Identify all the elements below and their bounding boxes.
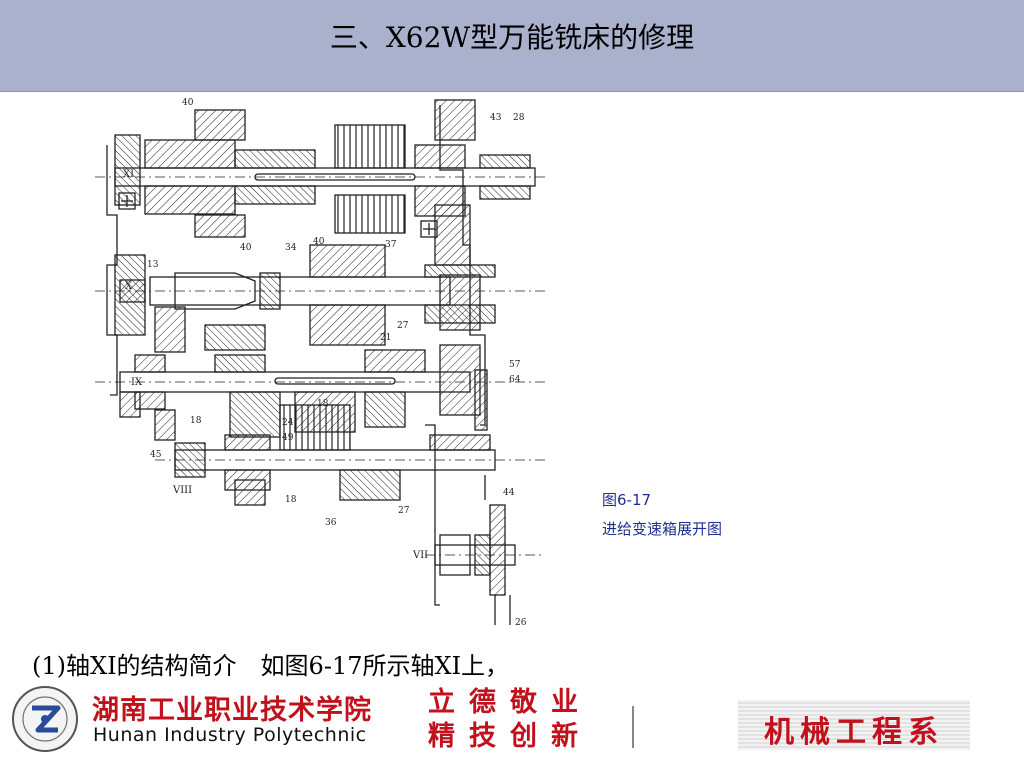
callout-40-mid: 40: [313, 237, 325, 247]
callout-18-left: 18: [190, 416, 202, 426]
callout-64: 64: [509, 375, 521, 385]
callout-36: 36: [325, 518, 337, 528]
figure-number: 图6-17: [602, 491, 652, 509]
callout-45: 45: [150, 450, 162, 460]
callout-37: 37: [385, 240, 397, 250]
body-paragraph: (1)轴XI的结构简介 如图6-17所示轴XI上，: [32, 652, 510, 680]
callout-21: 21: [380, 333, 391, 343]
school-name-en: Hunan Industry Polytechnic: [93, 724, 367, 746]
department-box: 机械工程系: [738, 700, 970, 750]
school-name-cn: 湖南工业职业技术学院: [92, 695, 372, 726]
callout-26: 26: [515, 618, 527, 628]
department-name: 机械工程系: [764, 715, 944, 750]
callout-49: 49: [282, 433, 294, 443]
callout-28: 28: [513, 113, 525, 123]
axis-label-xi: XI: [123, 169, 134, 180]
gearbox-drawing: XI X IX VIII VII 40 43 28 40 34 40 37 13…: [95, 98, 545, 628]
figure-title: 进给变速箱展开图: [602, 520, 723, 538]
axis-label-ix: IX: [131, 377, 143, 388]
callout-57: 57: [509, 360, 521, 370]
footer-banner: 湖南工业职业技术学院 Hunan Industry Polytechnic 立德…: [0, 680, 1024, 766]
callout-18-mid: 18: [317, 399, 329, 409]
title-bar: 三、X62W型万能铣床的修理: [0, 0, 1024, 92]
callout-13: 13: [147, 260, 159, 270]
callout-18-low: 18: [285, 495, 297, 505]
figure-caption: 图6-17 进给变速箱展开图: [602, 486, 722, 544]
motto-line-1: 立德敬业: [428, 687, 592, 718]
school-motto: 立德敬业 精技创新: [428, 686, 608, 754]
axis-label-viii: VIII: [172, 485, 192, 496]
callout-27-lower: 27: [398, 506, 410, 516]
callout-43: 43: [490, 113, 502, 123]
callout-27-upper: 27: [397, 321, 409, 331]
callout-40-left: 40: [240, 243, 252, 253]
motto-line-2: 精技创新: [428, 721, 592, 752]
footer-divider: [632, 706, 634, 748]
callout-24: 24: [282, 418, 294, 428]
school-emblem-icon: [12, 686, 78, 752]
slide-title: 三、X62W型万能铣床的修理: [329, 21, 695, 54]
callout-44: 44: [503, 488, 515, 498]
axis-label-x: X: [125, 281, 133, 292]
callout-34: 34: [285, 243, 297, 253]
callout-40-top: 40: [182, 98, 194, 108]
axis-label-vii: VII: [412, 550, 428, 561]
